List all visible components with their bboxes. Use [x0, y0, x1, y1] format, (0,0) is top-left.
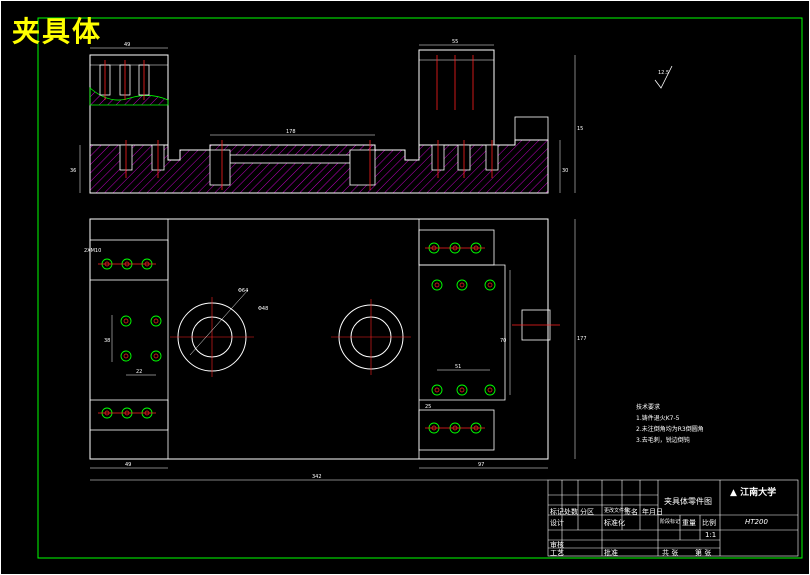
bore-right	[331, 299, 411, 375]
dim-span: 178	[286, 129, 296, 135]
scale: 1:1	[705, 531, 717, 539]
inner-border	[37, 17, 803, 559]
tech-item-2: 2.未注倒角均为R3倒圆角	[636, 426, 704, 433]
dim-vert-b: 70	[500, 338, 506, 344]
tb-zone: 分区	[580, 508, 594, 516]
tb-stage-mark: 阶段标记	[660, 519, 681, 525]
school-name: ▲ 江南大学	[730, 485, 776, 498]
bore-left	[170, 289, 254, 377]
dim-small-holes: 2XM10	[84, 248, 101, 254]
roughness-symbol: 12.5	[654, 65, 673, 89]
section-view	[79, 44, 576, 194]
dim-hole-left: Φ64	[238, 288, 248, 294]
tb-ratio: 比例	[702, 519, 716, 527]
dim-pitch-a: 22	[136, 369, 142, 375]
school-label: 江南大学	[740, 488, 777, 498]
dim-side-left: 36	[70, 168, 76, 174]
dim-side-right: 30	[562, 168, 568, 174]
tb-change-doc: 更改文件号	[604, 508, 630, 514]
tb-sheets: 共 张	[662, 549, 679, 557]
dim-pitch-c: 25	[425, 404, 431, 410]
roughness-value: 12.5	[658, 70, 669, 76]
dimension-labels: 49 55 178 36 30 15 49 97 342 177 Φ64 Φ48…	[70, 39, 587, 480]
dim-plan-height: 177	[577, 336, 587, 342]
tech-item-3: 3.去毛刺，锐边倒钝	[636, 437, 690, 444]
dim-top-right: 55	[452, 39, 458, 45]
dim-top-left: 49	[124, 42, 130, 48]
dim-vert-a: 38	[104, 338, 110, 344]
tb-sheet-no: 第 张	[695, 549, 712, 557]
tb-weight: 重量	[682, 519, 696, 527]
dim-right-width: 97	[478, 462, 484, 468]
dim-hole-right: Φ48	[258, 306, 268, 312]
tb-signature: 签名	[624, 508, 638, 516]
tech-heading: 技术要求	[636, 404, 661, 411]
tb-process: 工艺	[550, 549, 564, 557]
material: HT200	[745, 518, 768, 526]
plan-view	[89, 218, 576, 481]
tb-check: 审核	[550, 541, 564, 549]
tech-item-1: 1.铸件退火K7-5	[636, 415, 680, 422]
part-name: 夹具体零件图	[664, 497, 712, 506]
title-block	[547, 479, 799, 557]
tb-designer: 设计	[550, 519, 564, 527]
tech-requirements: 技术要求 1.铸件退火K7-5 2.未注倒角均为R3倒圆角 3.去毛刺，锐边倒钝	[636, 402, 704, 446]
dim-right-height: 15	[577, 126, 583, 132]
tb-approve: 批准	[604, 549, 618, 557]
tb-marks: 标记	[550, 508, 564, 516]
school-logo-icon: ▲	[730, 488, 737, 498]
dim-left-width: 49	[125, 462, 131, 468]
tb-date: 年月日	[642, 508, 663, 516]
dim-pitch-b: 51	[455, 364, 461, 370]
dim-total-width: 342	[312, 474, 322, 480]
drawing-title: 夹具体	[12, 15, 103, 48]
tb-count: 处数	[564, 508, 578, 516]
tb-standard: 标准化	[604, 519, 625, 527]
